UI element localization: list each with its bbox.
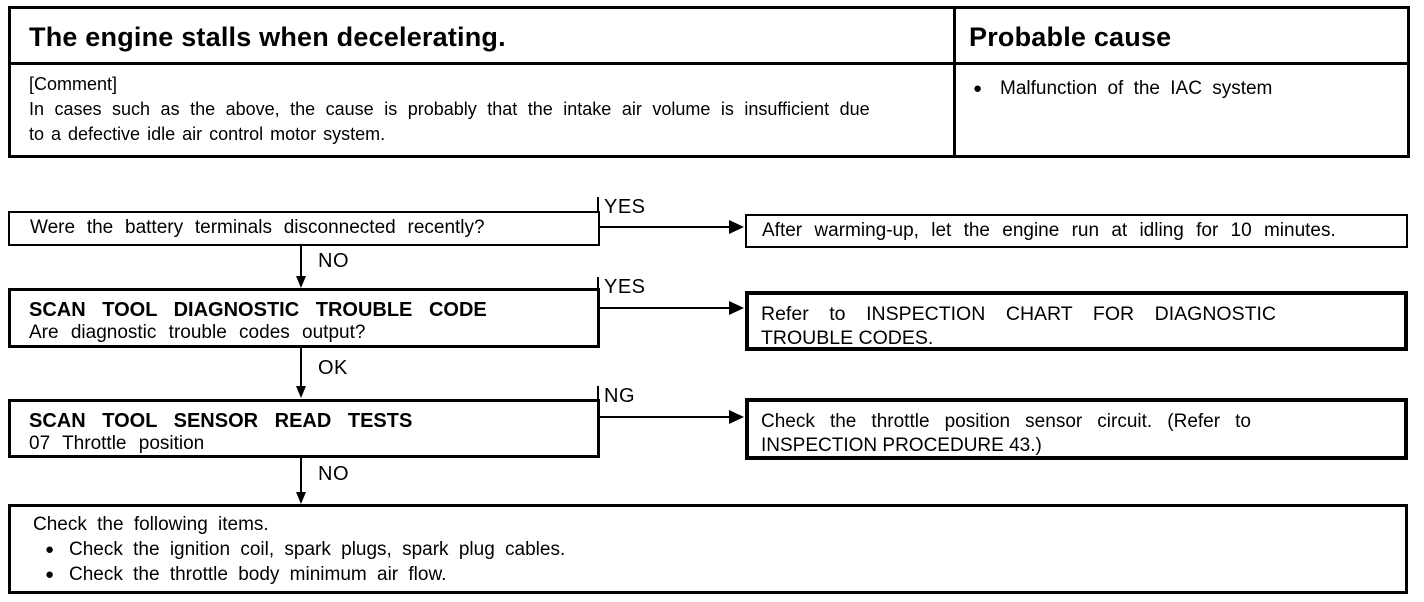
flow-box-title: SCAN TOOL SENSOR READ TESTS [29,410,413,432]
comment-block: [Comment] In cases such as the above, th… [29,72,870,147]
branch-label-ng: NG [604,385,635,407]
comment-label: [Comment] [29,74,118,94]
final-check-intro: Check the following items. [33,514,269,535]
flow-result-warm-up: After warming-up, let the engine run at … [745,214,1408,248]
arrow-down-icon-1 [296,276,306,288]
final-check-item: ● Check the throttle body minimum air flo… [11,562,1405,587]
bullet-icon: ● [45,566,55,583]
flow-box-question: Were the battery terminals disconnected … [30,217,485,238]
comment-line-1: In cases such as the above, the cause is… [29,99,870,119]
flow-result-inspection-chart: Refer to INSPECTION CHART FOR DIAGNOSTIC… [745,291,1408,351]
probable-cause-item: ● Malfunction of the IAC system [973,78,1272,100]
connector-yes-1 [600,226,732,228]
final-check-item-text: Check the throttle body minimum air flow… [69,564,447,585]
probable-cause-text: Malfunction of the IAC system [1000,78,1273,99]
arrow-right-icon-1 [729,220,744,234]
flow-result-text: Check the throttle position sensor circu… [761,411,1251,456]
branch-tick [597,197,599,211]
branch-tick [597,386,599,399]
arrow-down-icon-2 [296,386,306,398]
bullet-icon: ● [973,80,983,97]
flow-box-final-checks: Check the following items. ● Check the ig… [8,504,1408,594]
arrow-right-icon-3 [729,410,744,424]
connector-no-1 [300,246,302,277]
flow-result-throttle-sensor-circuit: Check the throttle position sensor circu… [745,398,1408,460]
branch-label-yes-1: YES [604,196,646,218]
symptom-table: The engine stalls when decelerating. Pro… [8,6,1410,158]
flow-box-sensor-read-tests: SCAN TOOL SENSOR READ TESTS 07 Throttle … [8,399,600,458]
final-check-item: ● Check the ignition coil, spark plugs, s… [11,537,1405,562]
final-check-item-text: Check the ignition coil, spark plugs, sp… [69,539,566,560]
flow-result-text: Refer to INSPECTION CHART FOR DIAGNOSTIC… [761,303,1276,349]
connector-ng [600,416,732,418]
connector-no-2 [300,458,302,493]
down-label-no-1: NO [318,250,349,272]
flow-result-text: After warming-up, let the engine run at … [762,220,1336,241]
flow-box-subtitle: 07 Throttle position [29,433,205,454]
flow-box-title: SCAN TOOL DIAGNOSTIC TROUBLE CODE [29,299,487,321]
arrow-right-icon-2 [729,301,744,315]
flow-box-question: Are diagnostic trouble codes output? [29,322,366,343]
comment-line-2: to a defective idle air control motor sy… [29,124,386,144]
flow-box-diagnostic-trouble-code: SCAN TOOL DIAGNOSTIC TROUBLE CODE Are di… [8,288,600,348]
down-label-ok: OK [318,357,348,379]
arrow-down-icon-3 [296,492,306,504]
bullet-icon: ● [45,541,55,558]
connector-yes-2 [600,307,732,309]
branch-tick [597,277,599,288]
branch-label-yes-2: YES [604,276,646,298]
connector-ok [300,348,302,387]
down-label-no-2: NO [318,463,349,485]
symptom-title: The engine stalls when decelerating. [29,22,506,52]
flow-box-battery-terminals: Were the battery terminals disconnected … [8,211,600,246]
table-column-divider [953,9,956,155]
probable-cause-title: Probable cause [969,22,1172,52]
table-header-divider [11,62,1407,65]
